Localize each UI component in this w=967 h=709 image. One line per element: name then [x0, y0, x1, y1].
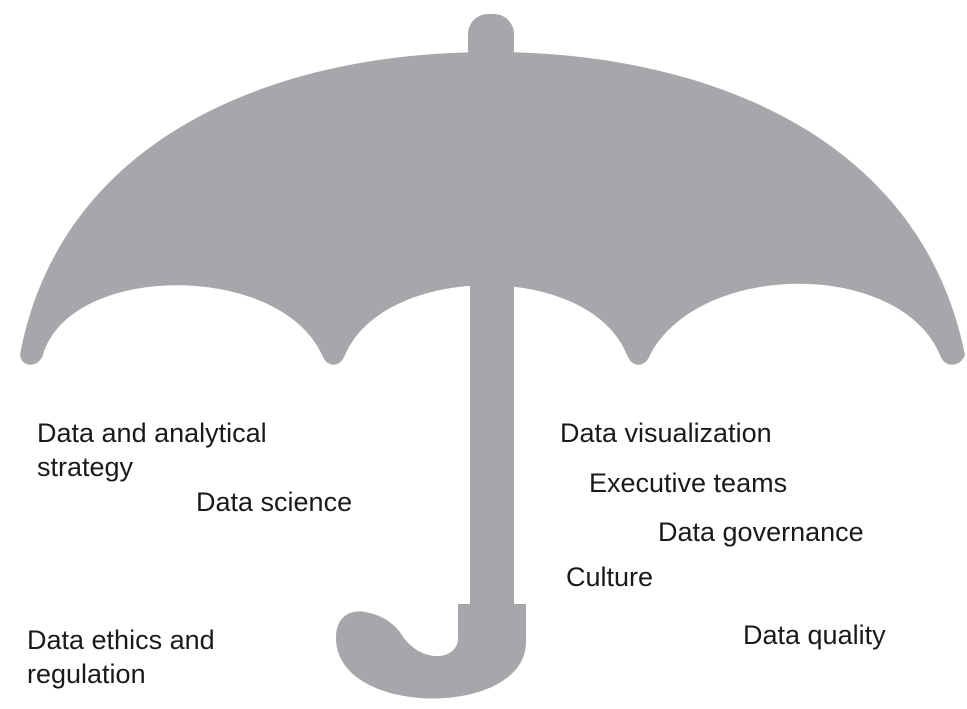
- label-data-quality: Data quality: [743, 620, 886, 650]
- label-line: Data ethics and: [27, 625, 215, 655]
- umbrella-handle: [336, 604, 526, 699]
- label-line: Data and analytical: [37, 418, 267, 448]
- umbrella-shaft: [470, 262, 514, 607]
- label-executive-teams: Executive teams: [589, 468, 788, 498]
- label-line: regulation: [27, 659, 146, 689]
- label-data-science: Data science: [196, 487, 353, 517]
- label-culture: Culture: [566, 562, 654, 592]
- umbrella-canopy: [20, 52, 965, 365]
- label-data-and-analytical-strategy: Data and analytical strategy: [37, 416, 267, 484]
- label-data-ethics-and-regulation: Data ethics and regulation: [27, 623, 215, 691]
- label-data-visualization: Data visualization: [560, 418, 772, 448]
- label-line: strategy: [37, 452, 134, 482]
- label-data-governance: Data governance: [658, 517, 864, 547]
